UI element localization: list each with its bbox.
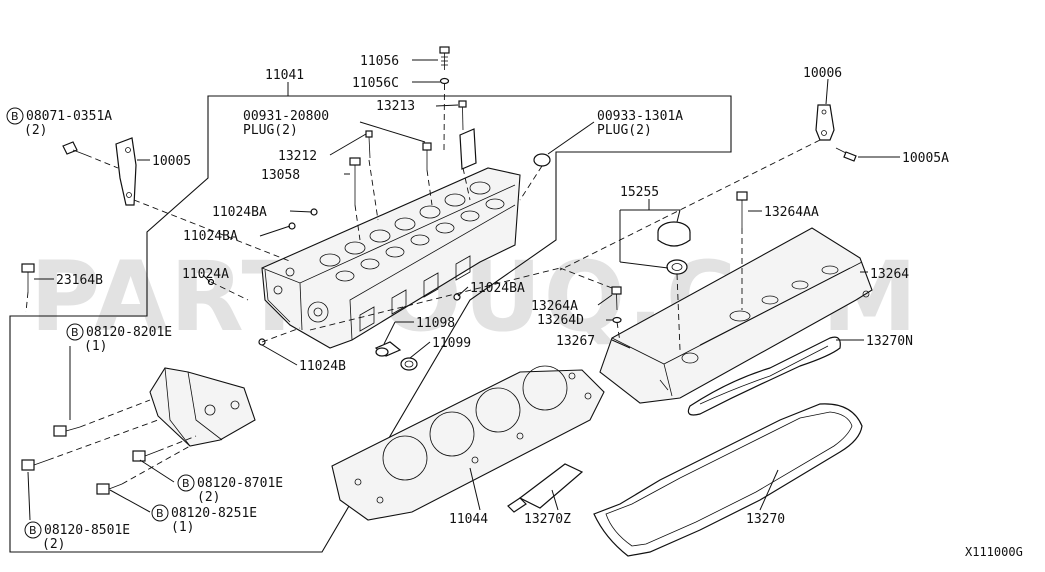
- cylinder-head-assembly-frame: [9, 95, 732, 553]
- gasket-13270n-drawing: [687, 336, 841, 416]
- label-11099: 11099: [432, 336, 471, 351]
- bolt-symbol-08120-8201: B: [66, 323, 84, 341]
- bolt-11056-drawing: [439, 46, 450, 151]
- label-08120-8201e-qty: (1): [84, 339, 107, 354]
- label-10006: 10006: [803, 66, 842, 81]
- plug-00933-drawing: [533, 153, 551, 167]
- label-13270n: 13270N: [866, 334, 913, 349]
- sealant-tube-13270z-drawing: [507, 463, 584, 513]
- bolt-symbol-08120-8701: B: [177, 474, 195, 492]
- diagram-code: X111000G: [965, 545, 1023, 559]
- oil-cap-15255-drawing: [657, 221, 691, 275]
- label-13267: 13267: [556, 334, 595, 349]
- bolt-23164b-drawing: [21, 263, 35, 292]
- svg-text:B: B: [71, 326, 79, 339]
- label-08120-8501e-qty: (2): [42, 537, 65, 552]
- label-08120-8701e-qty: (2): [197, 490, 220, 505]
- seal-11098-drawing: [374, 341, 402, 357]
- label-11056: 11056: [360, 54, 399, 69]
- label-13058: 13058: [261, 168, 300, 183]
- bolt-symbol-08120-8501: B: [24, 521, 42, 539]
- label-13270: 13270: [746, 512, 785, 527]
- label-13212: 13212: [278, 149, 317, 164]
- stud-13213-drawing: [458, 100, 477, 170]
- label-13270z: 13270Z: [524, 512, 571, 527]
- label-00931-20800: 00931-20800: [243, 109, 329, 124]
- label-08071-qty: (2): [24, 123, 47, 138]
- svg-text:B: B: [29, 524, 37, 537]
- label-13264: 13264: [870, 267, 909, 282]
- bolt-symbol-08120-8251: B: [151, 504, 169, 522]
- label-10005a: 10005A: [902, 151, 949, 166]
- head-gasket-11044-drawing: [331, 365, 605, 521]
- label-11044: 11044: [449, 512, 488, 527]
- rocker-cover-13264-drawing: [599, 227, 873, 404]
- label-11024ba-3: 11024BA: [470, 281, 525, 296]
- lower-cover-drawing: [21, 367, 256, 495]
- label-10005: 10005: [152, 154, 191, 169]
- assembly-guide-lines: [25, 139, 821, 485]
- label-13264a: 13264A: [531, 299, 578, 314]
- label-00933-1301a: 00933-1301A: [597, 109, 683, 124]
- label-13264d: 13264D: [537, 313, 584, 328]
- label-08120-8501e: 08120-8501E: [44, 523, 130, 538]
- label-11056c: 11056C: [352, 76, 399, 91]
- gasket-13270-drawing: [593, 403, 863, 557]
- bolt-symbol-08071: B: [6, 107, 24, 125]
- bracket-10006-drawing: [815, 104, 857, 162]
- label-23164b: 23164B: [56, 273, 103, 288]
- leader-lines: [27, 59, 900, 521]
- cylinder-head-drawing: [261, 167, 521, 349]
- label-15255: 15255: [620, 185, 659, 200]
- label-08120-8701e: 08120-8701E: [197, 476, 283, 491]
- label-13264aa: 13264AA: [764, 205, 819, 220]
- label-11098: 11098: [416, 316, 455, 331]
- label-13213: 13213: [376, 99, 415, 114]
- label-00931-plug: PLUG(2): [243, 123, 298, 138]
- label-11024b: 11024B: [299, 359, 346, 374]
- label-08120-8251e-qty: (1): [171, 520, 194, 535]
- bolt-13264aa-drawing: [736, 191, 748, 228]
- label-11041: 11041: [265, 68, 304, 83]
- part-labels: 11041 11056 11056C 10006 08071-0351A (2)…: [24, 54, 1023, 559]
- label-08120-8201e: 08120-8201E: [86, 325, 172, 340]
- label-11024ba-1: 11024BA: [212, 205, 267, 220]
- seal-11099-drawing: [400, 357, 418, 371]
- label-00933-plug: PLUG(2): [597, 123, 652, 138]
- label-11024ba-2: 11024BA: [183, 229, 238, 244]
- label-11024a: 11024A: [182, 267, 229, 282]
- plug-00931-drawing: [422, 142, 432, 170]
- label-08071-0351a: 08071-0351A: [26, 109, 112, 124]
- bracket-10005-drawing: [62, 137, 137, 206]
- svg-text:B: B: [11, 110, 19, 123]
- svg-text:B: B: [182, 477, 190, 490]
- label-08120-8251e: 08120-8251E: [171, 506, 257, 521]
- svg-text:B: B: [156, 507, 164, 520]
- bolt-13058-drawing: [349, 130, 373, 205]
